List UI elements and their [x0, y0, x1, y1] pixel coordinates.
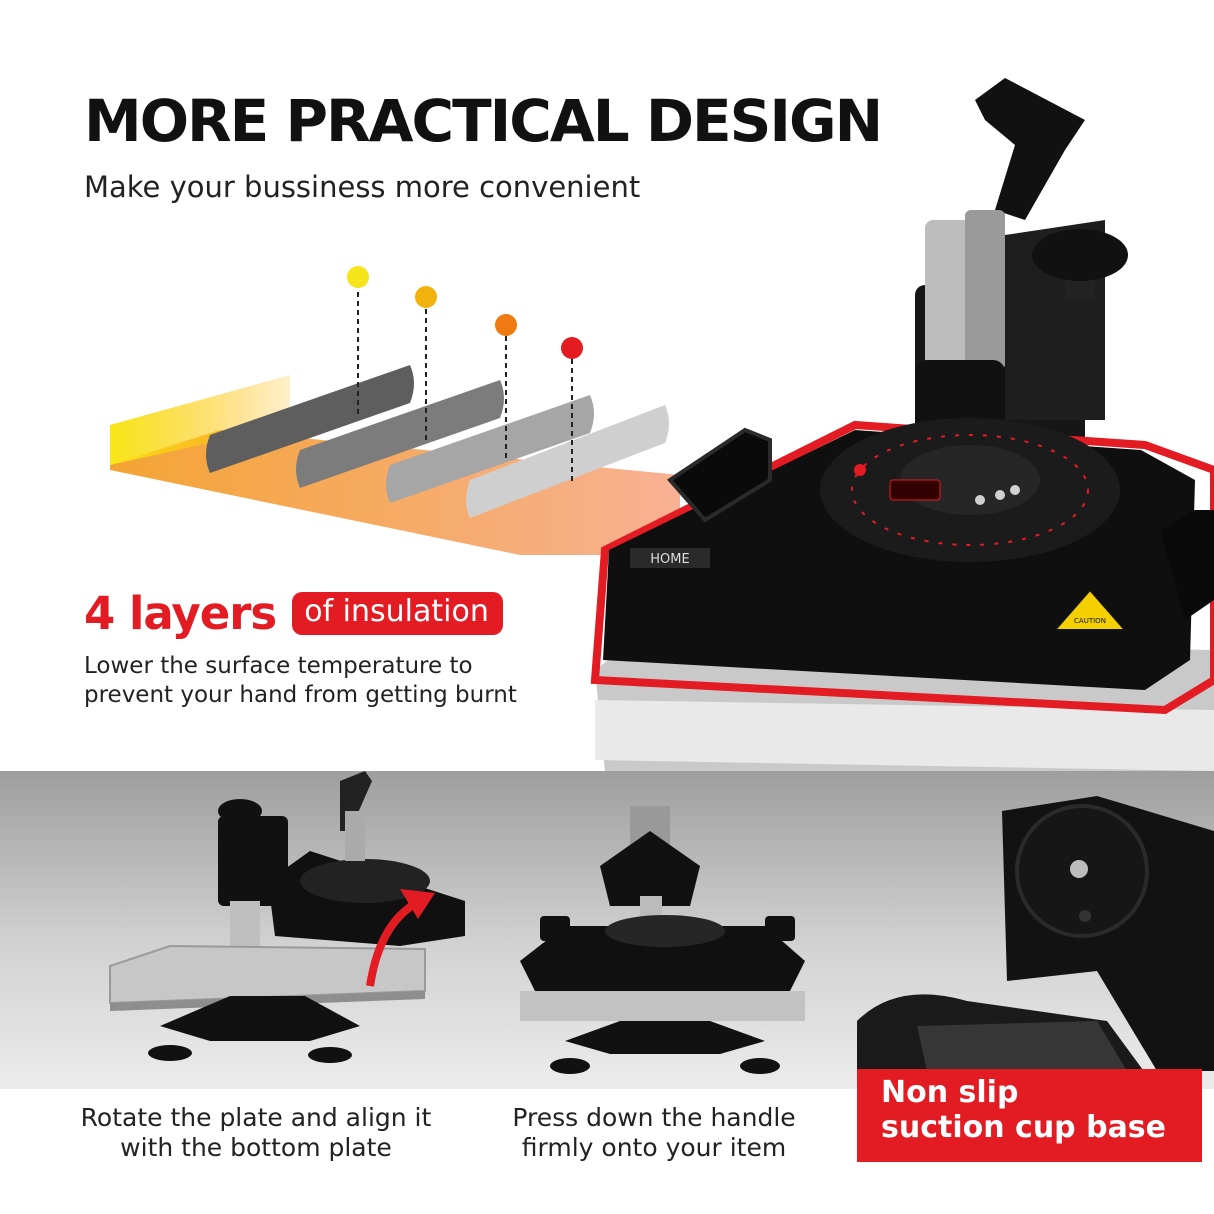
- rotate-arrow-icon: [400, 889, 435, 919]
- svg-text:CAUTION: CAUTION: [1074, 617, 1106, 625]
- feature-panel: Rotate the plate and align it with the b…: [0, 771, 1214, 1214]
- heat-press-main-image: HOME CAUTION: [590, 78, 1214, 771]
- headline: MORE PRACTICAL DESIGN: [84, 87, 883, 155]
- layer-dot-1: [347, 266, 369, 288]
- insulation-layers-illustration: [110, 266, 680, 555]
- caution-icon: CAUTION: [1052, 588, 1128, 631]
- layer-dot-3: [495, 314, 517, 336]
- feature-caption-rotate: Rotate the plate and align it with the b…: [80, 1103, 432, 1162]
- insulation-heading: 4 layers of insulation: [84, 587, 503, 640]
- feature-caption-press: Press down the handle firmly onto your i…: [512, 1103, 796, 1162]
- insulation-description: Lower the surface temperature to prevent…: [84, 653, 517, 708]
- insulation-count: 4 layers: [84, 587, 277, 640]
- feature-label-suction-base: Non slip suction cup base: [857, 1069, 1202, 1162]
- layer-dot-2: [415, 286, 437, 308]
- pressed-handle-image: [520, 806, 805, 1074]
- layer-dot-4: [561, 337, 583, 359]
- brand-tag: HOME: [650, 552, 689, 567]
- suction-base-closeup-image: [857, 796, 1214, 1089]
- subheadline: Make your bussiness more convenient: [84, 170, 641, 204]
- rotate-plate-image: [109, 771, 465, 1063]
- insulation-pill: of insulation: [292, 592, 503, 635]
